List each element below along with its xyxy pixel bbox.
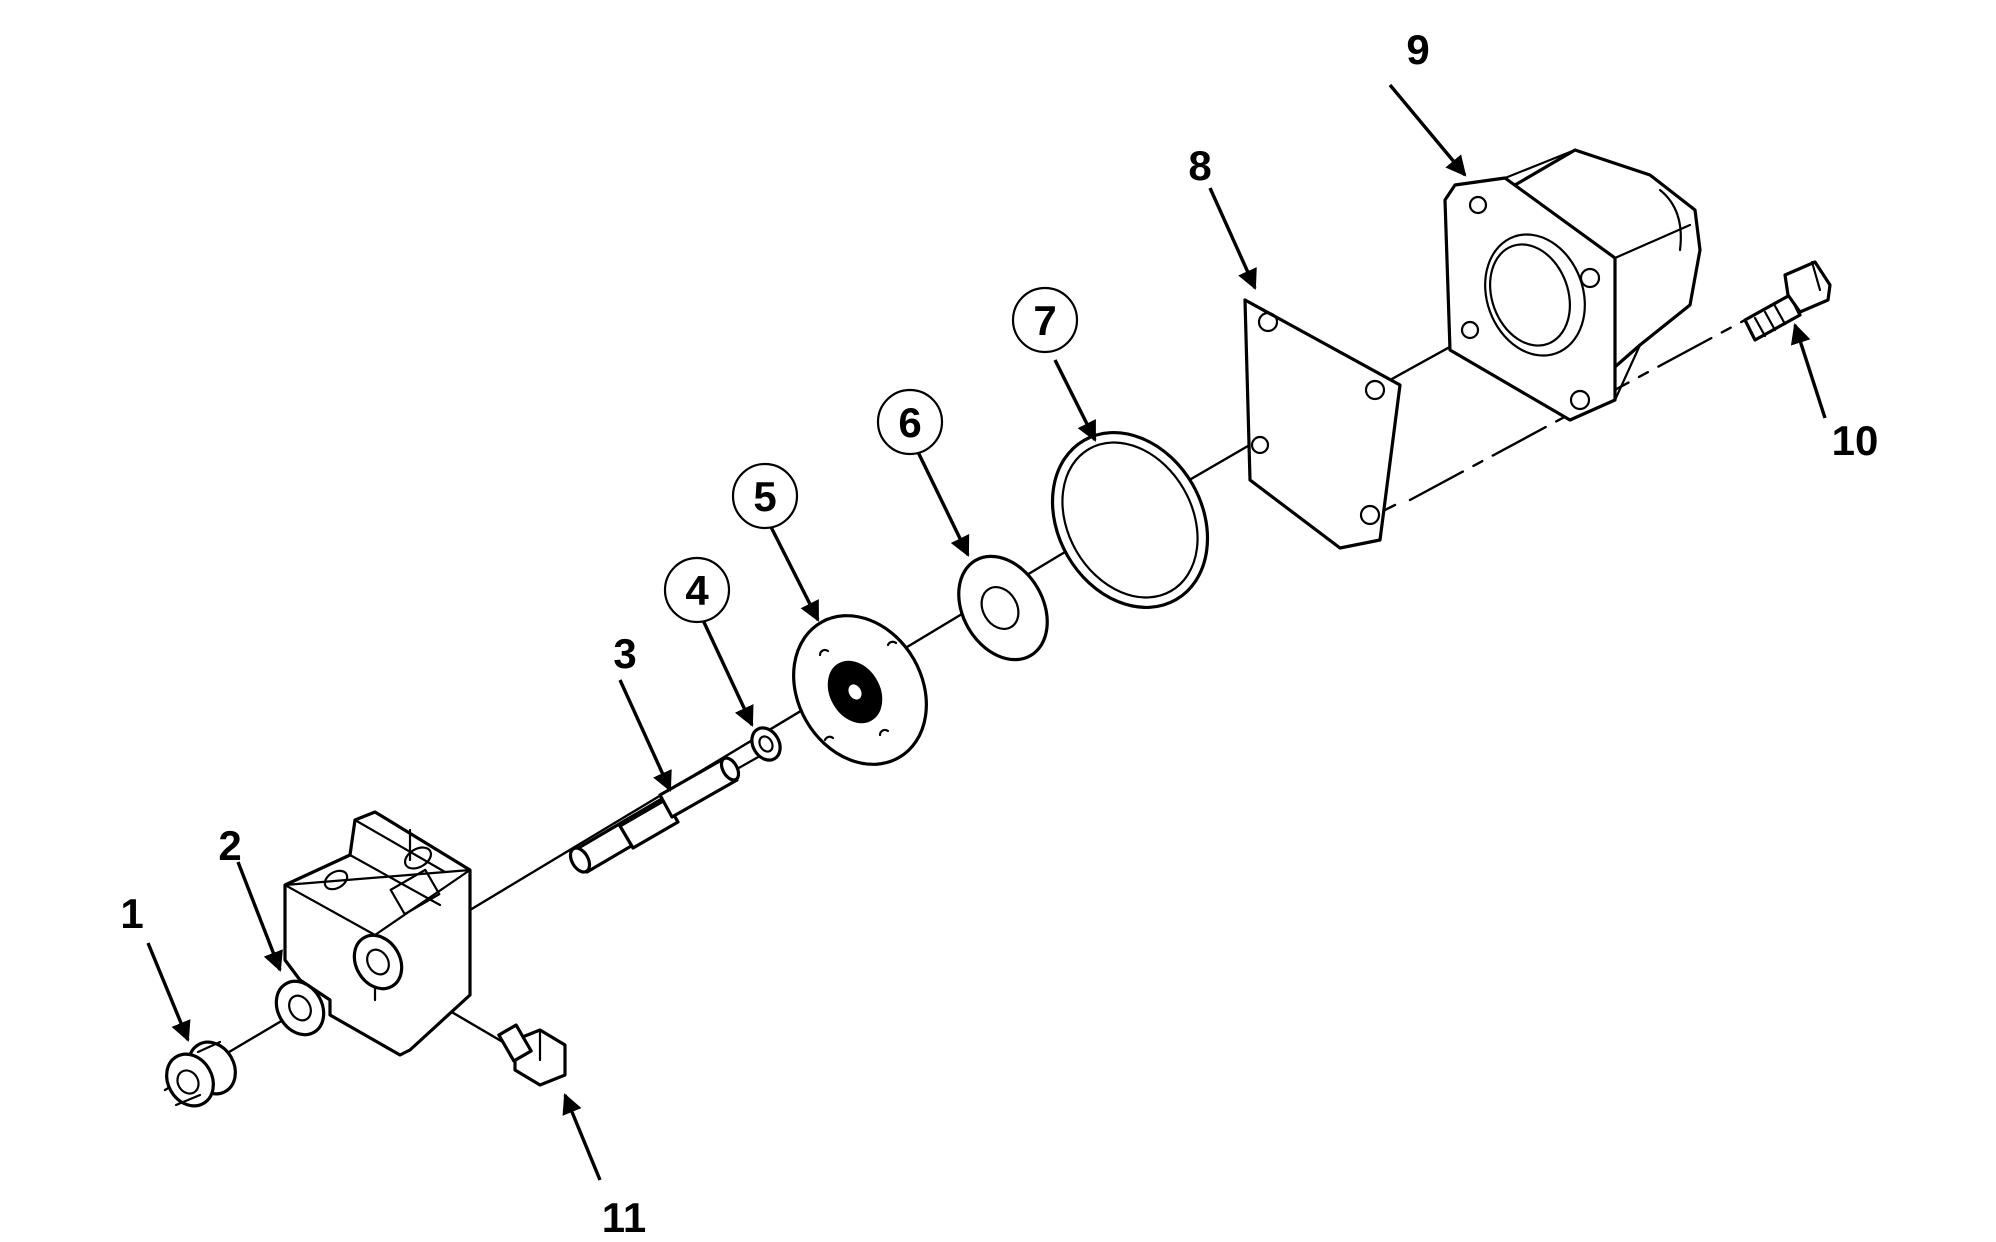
leader-10 [1790,323,1827,419]
callout-label-4: 4 [685,567,709,614]
part-2-valve-body [274,810,472,1057]
part-6-washer [957,554,1049,662]
leader-2 [236,861,283,972]
part-7-o-ring [1050,430,1210,610]
part-1-knurled-nut [165,1040,237,1108]
callout-label-7: 7 [1033,297,1056,344]
callout-label-10: 10 [1832,417,1879,464]
badge-7 [1011,286,1079,354]
part-9-housing [1443,148,1702,422]
leader-8 [1208,187,1257,290]
callout-label-3: 3 [613,630,636,677]
callout-badges [663,286,1079,624]
leader-4 [700,617,754,727]
leader-arrows [146,83,1827,1181]
part-3-valve-stem [568,754,762,874]
leader-6 [916,451,970,557]
callout-label-9: 9 [1406,26,1429,73]
part-5-diaphragm [792,614,928,766]
leader-3 [618,679,672,792]
badge-5 [731,462,799,530]
callout-label-6: 6 [898,399,921,446]
part-8-gasket [1243,298,1402,550]
callout-label-2: 2 [218,822,241,869]
callout-label-11: 11 [602,1194,646,1241]
leader-9 [1388,83,1467,177]
callout-label-5: 5 [753,473,776,520]
callout-label-1: 1 [120,890,143,937]
part-11-plug [497,1023,567,1087]
part-4-small-washer [750,726,782,762]
callout-label-8: 8 [1188,142,1211,189]
part-10-bolt [1743,260,1832,342]
badge-6 [876,388,944,456]
leader-5 [768,524,820,622]
badge-4 [663,556,731,624]
leader-11 [562,1093,602,1181]
callout-labels: 1 2 3 4 5 6 7 8 9 10 11 [120,26,1878,1241]
leader-1 [146,942,191,1042]
leader-7 [1053,359,1097,442]
